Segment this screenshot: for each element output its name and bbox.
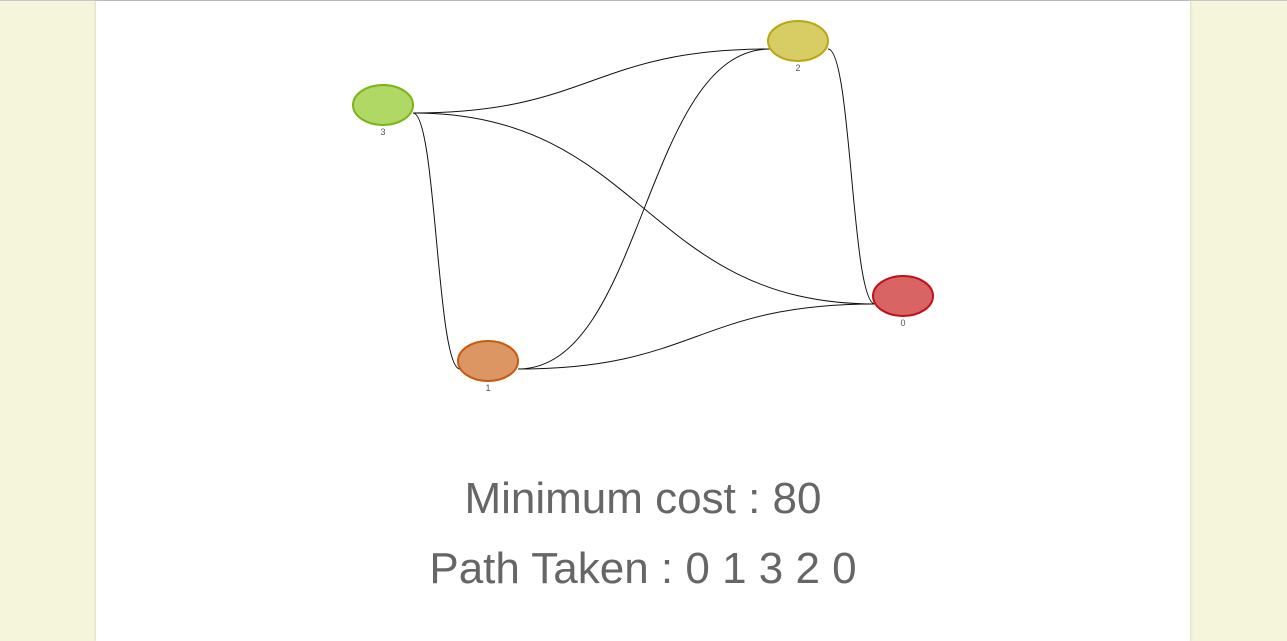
- edge-1-2: [517, 48, 771, 370]
- minimum-cost-line: Minimum cost : 80: [96, 477, 1190, 521]
- content-card: 0 1 2 3 Minimum cost : 80 Path Taken : 0 1 …: [96, 1, 1190, 641]
- node-1-circle[interactable]: [457, 340, 519, 382]
- minimum-cost-value: 80: [772, 474, 822, 523]
- node-2-circle[interactable]: [767, 20, 829, 62]
- node-0-label: 0: [900, 318, 905, 328]
- node-0-circle[interactable]: [872, 275, 934, 317]
- path-taken-value: 0 1 3 2 0: [685, 544, 857, 593]
- edge-3-2: [412, 48, 771, 114]
- node-3-circle[interactable]: [352, 84, 414, 126]
- graph-edges: [412, 48, 876, 370]
- graph-node-2[interactable]: 2: [767, 20, 829, 73]
- graph-node-3[interactable]: 3: [352, 84, 414, 137]
- node-2-label: 2: [795, 63, 800, 73]
- edge-1-0: [517, 303, 876, 370]
- top-border: [0, 0, 1287, 1]
- graph-node-1[interactable]: 1: [457, 340, 519, 393]
- node-1-label: 1: [485, 383, 490, 393]
- minimum-cost-label: Minimum cost: [464, 474, 736, 523]
- separator: :: [735, 474, 773, 523]
- graph-canvas: 0 1 2 3: [352, 20, 934, 393]
- separator: :: [648, 544, 686, 593]
- graph-node-0[interactable]: 0: [872, 275, 934, 328]
- graph-nodes: 0 1 2 3: [352, 20, 934, 393]
- edge-2-0: [827, 48, 876, 305]
- edge-3-1: [412, 112, 461, 370]
- path-taken-line: Path Taken : 0 1 3 2 0: [96, 547, 1190, 591]
- path-taken-label: Path Taken: [429, 544, 649, 593]
- node-3-label: 3: [380, 127, 385, 137]
